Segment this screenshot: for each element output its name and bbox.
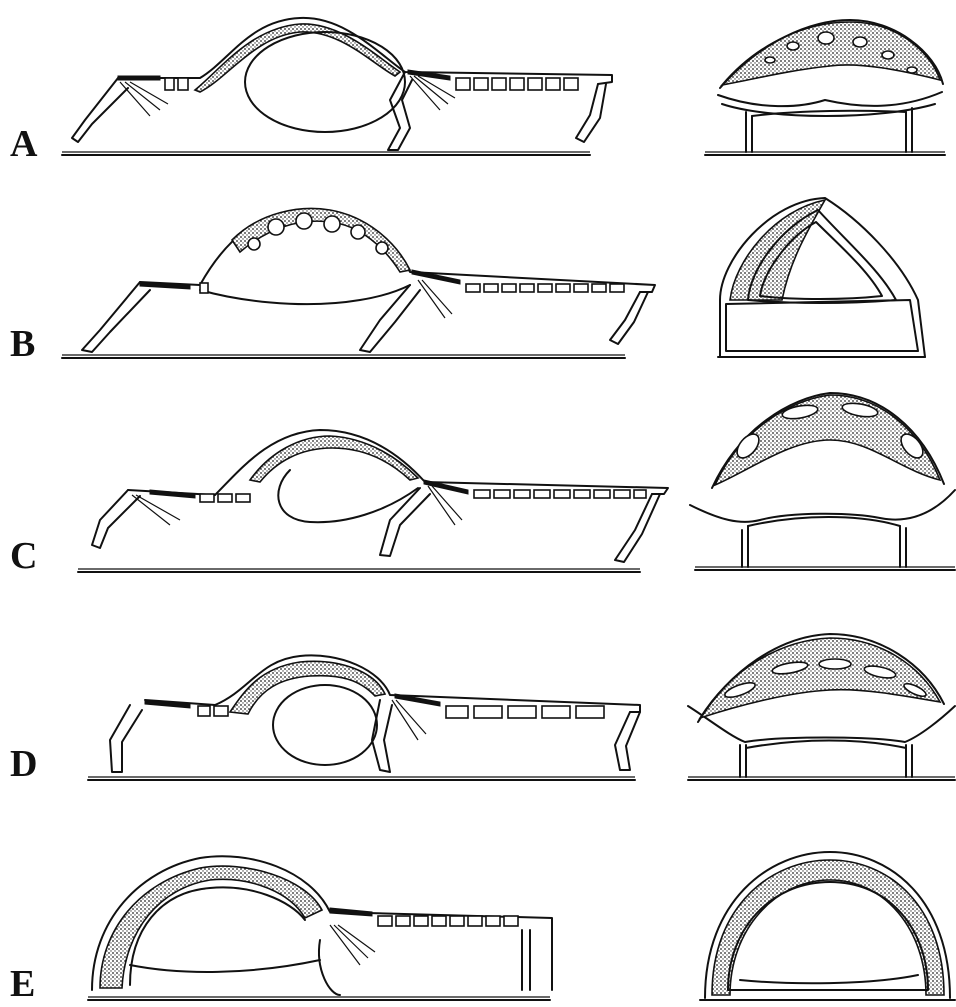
panel-c-cross-section xyxy=(690,393,955,570)
panel-a-side-view xyxy=(62,18,612,155)
panel-d-side-view xyxy=(88,655,640,780)
panel-d-cross-section xyxy=(688,634,955,780)
panel-e-side-view xyxy=(88,856,552,1000)
panel-c-side-view xyxy=(78,430,668,572)
panel-a-cross-section xyxy=(705,20,945,155)
panel-b-side-view xyxy=(62,209,655,358)
panel-e-cross-section xyxy=(700,852,955,1000)
panel-b-cross-section xyxy=(718,198,925,357)
